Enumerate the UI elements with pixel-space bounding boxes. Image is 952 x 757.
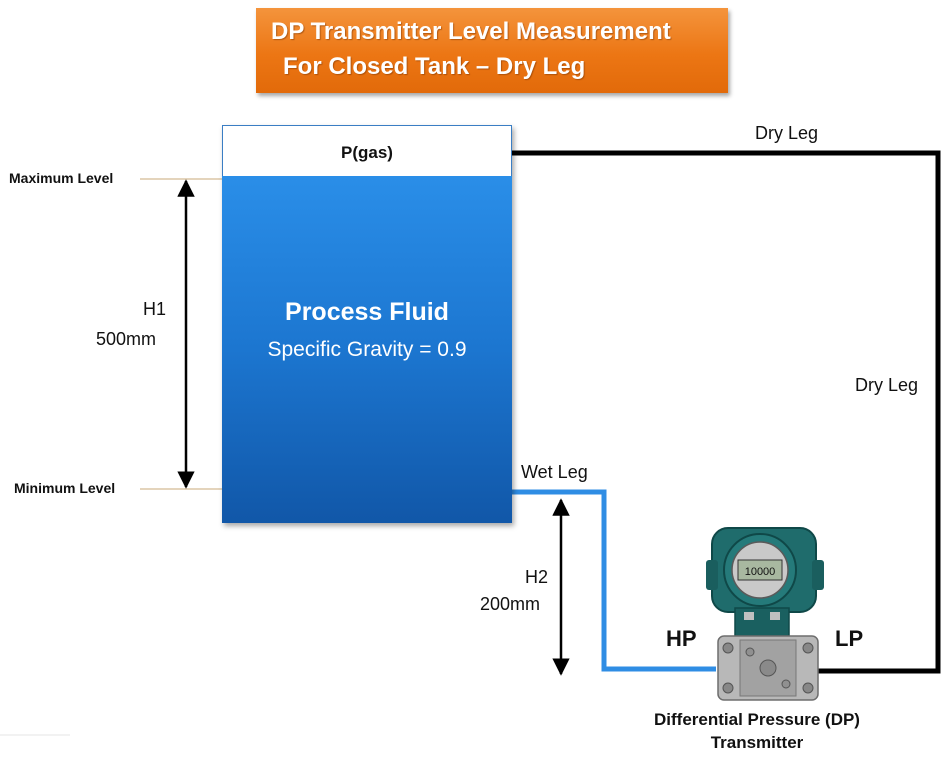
gas-label: P(gas) <box>341 143 393 162</box>
specific-gravity-label: Specific Gravity = 0.9 <box>267 338 467 361</box>
closed-tank: P(gas) Process Fluid Specific Gravity = … <box>222 125 512 523</box>
dp-transmitter-graphic: 10000 <box>706 527 824 701</box>
transmitter-caption-line-2: Transmitter <box>710 733 804 752</box>
h1-value: 500mm <box>96 329 157 349</box>
wet-leg-pipe <box>512 489 716 672</box>
transmitter-display-reading: 10000 <box>745 566 776 578</box>
process-fluid <box>222 176 512 523</box>
dry-leg-label-top: Dry Leg <box>755 123 819 143</box>
h2-label: H2 <box>525 567 549 587</box>
title-line-1: DP Transmitter Level Measurement <box>271 18 671 45</box>
title-banner: DP Transmitter Level Measurement For Clo… <box>256 8 728 93</box>
h2-value: 200mm <box>480 594 541 614</box>
process-fluid-label: Process Fluid <box>285 298 449 326</box>
transmitter-caption-line-1: Differential Pressure (DP) <box>654 710 860 729</box>
h1-label: H1 <box>143 299 167 319</box>
minimum-level-label: Minimum Level <box>14 480 116 496</box>
dry-leg-pipe <box>512 150 941 674</box>
hp-label: HP <box>666 626 697 651</box>
title-line-2: For Closed Tank – Dry Leg <box>283 53 586 80</box>
lp-label: LP <box>835 626 864 651</box>
maximum-level-label: Maximum Level <box>9 170 114 186</box>
dry-leg-label-side: Dry Leg <box>855 375 919 395</box>
gas-space <box>222 125 512 176</box>
wet-leg-label: Wet Leg <box>521 462 588 482</box>
